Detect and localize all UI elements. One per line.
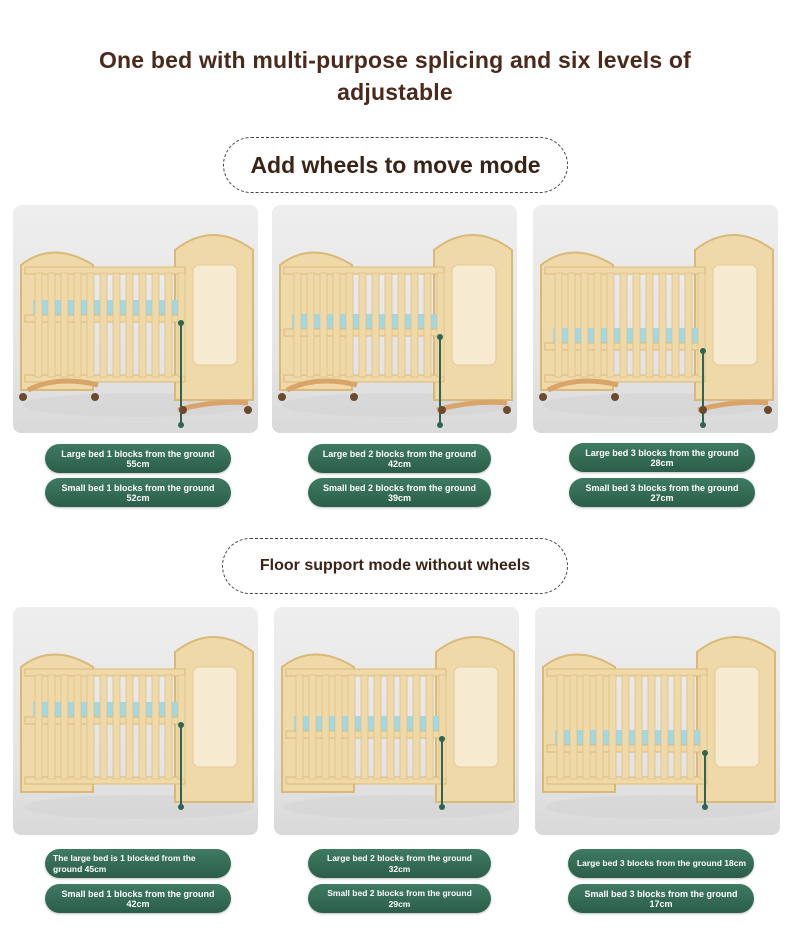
small-bed-height-label: Small bed 3 blocks from the ground 17cm (568, 884, 754, 913)
crib-image-floor-level-2 (274, 607, 519, 835)
large-bed-height-label: Large bed 2 blocks from the ground 42cm (308, 444, 491, 473)
large-bed-height-label: Large bed 3 blocks from the ground 28cm (569, 443, 755, 472)
section-wheels-title: Add wheels to move mode (223, 137, 568, 193)
large-bed-height-label: Large bed 2 blocks from the ground 32cm (308, 849, 491, 878)
crib-image-wheels-level-2 (272, 205, 517, 433)
small-bed-height-label: Small bed 3 blocks from the ground 27cm (569, 478, 755, 507)
section-floor-title: Floor support mode without wheels (222, 538, 568, 594)
small-bed-height-label: Small bed 2 blocks from the ground 39cm (308, 478, 491, 507)
page-heading: One bed with multi-purpose splicing and … (98, 47, 692, 105)
crib-image-wheels-level-3 (533, 205, 778, 433)
small-bed-height-label: Small bed 1 blocks from the ground 52cm (45, 478, 231, 507)
large-bed-height-label: The large bed is 1 blocked from the grou… (45, 849, 231, 878)
small-bed-height-label: Small bed 2 blocks from the ground 29cm (308, 884, 491, 913)
small-bed-height-label: Small bed 1 blocks from the ground 42cm (45, 884, 231, 913)
crib-image-floor-level-1 (13, 607, 258, 835)
large-bed-height-label: Large bed 3 blocks from the ground 18cm (568, 849, 754, 878)
crib-image-wheels-level-1 (13, 205, 258, 433)
large-bed-height-label: Large bed 1 blocks from the ground 55cm (45, 444, 231, 473)
crib-image-floor-level-3 (535, 607, 780, 835)
